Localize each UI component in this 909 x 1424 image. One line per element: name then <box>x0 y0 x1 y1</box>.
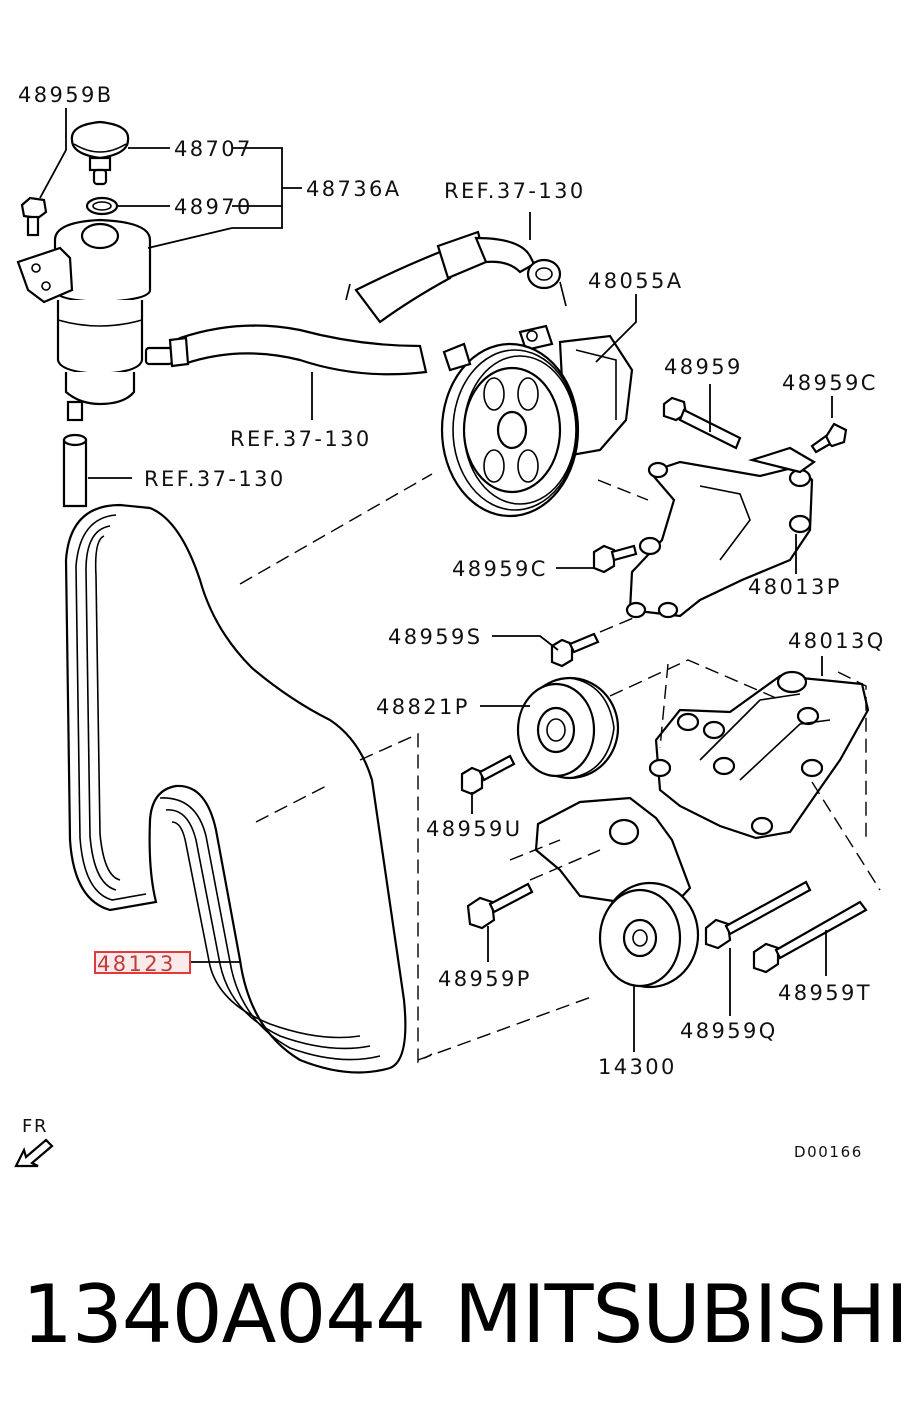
label-48013P: 48013P <box>748 575 842 599</box>
supply-hose <box>345 230 567 324</box>
front-marker-label: FR <box>22 1116 48 1137</box>
alignment-lines <box>239 473 881 1064</box>
label-48959C-mid: 48959C <box>452 557 548 581</box>
label-ref-mid: REF.37-130 <box>230 427 372 451</box>
leader-lines <box>39 108 833 1052</box>
belt-tensioner <box>534 796 700 989</box>
label-14300: 14300 <box>598 1055 677 1079</box>
bracket-48013Q <box>648 670 870 840</box>
label-48736A: 48736A <box>306 177 402 201</box>
return-hose <box>178 324 428 376</box>
label-ref-upper: REF.37-130 <box>444 179 586 203</box>
label-48013Q: 48013Q <box>788 629 886 653</box>
label-48959T: 48959T <box>778 981 872 1005</box>
bolts <box>460 396 868 974</box>
label-48707: 48707 <box>174 137 253 161</box>
label-48821P: 48821P <box>376 695 470 719</box>
power-steering-pump <box>440 324 634 518</box>
label-48055A: 48055A <box>588 269 684 293</box>
label-48959: 48959 <box>664 355 743 379</box>
label-48959Q: 48959Q <box>680 1019 778 1043</box>
part-labels: 48959B 48707 48970 48736A REF.37-130 480… <box>18 83 886 1079</box>
bracket-48013P <box>625 446 817 619</box>
drive-belt <box>64 503 407 1074</box>
reservoir-assembly <box>16 120 174 508</box>
label-48123: 48123 <box>97 952 176 976</box>
label-48959C-top: 48959C <box>782 371 878 395</box>
diagram-code: D00166 <box>794 1143 863 1161</box>
front-marker: FR <box>14 1116 54 1168</box>
highlight-box <box>94 951 191 974</box>
label-48959P: 48959P <box>438 967 532 991</box>
label-ref-low: REF.37-130 <box>144 467 286 491</box>
idler-pulley <box>516 676 620 780</box>
caption-brand: MITSUBISHI <box>454 1268 908 1361</box>
caption-part-number: 1340A044 <box>22 1268 425 1361</box>
label-48970: 48970 <box>174 195 253 219</box>
label-48959U: 48959U <box>426 817 523 841</box>
label-48959S: 48959S <box>388 625 483 649</box>
front-arrow-icon <box>14 1138 54 1168</box>
label-48959B: 48959B <box>18 83 114 107</box>
